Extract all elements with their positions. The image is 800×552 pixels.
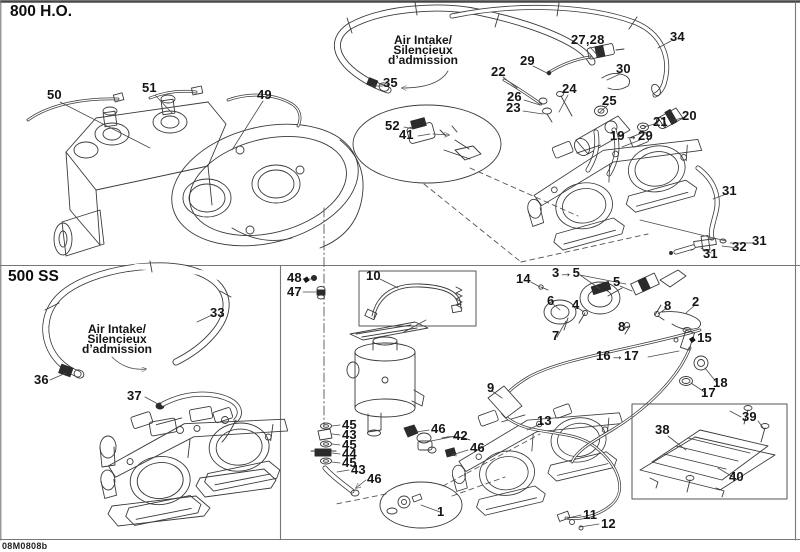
callout-48: 48◆: [287, 270, 311, 285]
engine-500-drawing: [93, 396, 297, 529]
callout-16-17: 16→17: [596, 348, 639, 363]
tps-parts-2-8: [538, 269, 701, 335]
air-intake-label-800: Air Intake/ Silencieux d’admission: [387, 33, 458, 67]
callout-20: 20: [682, 108, 697, 123]
callout-25: 25: [602, 93, 617, 108]
callout-31: 31: [752, 233, 767, 248]
hoses-50-51-49: [26, 85, 302, 128]
callout-45: 45: [342, 455, 357, 470]
callout-51: 51: [142, 80, 157, 95]
callout-46: 46: [470, 440, 485, 455]
construction-dashes-800: [423, 167, 649, 263]
callout-31: 31: [703, 246, 718, 261]
pipe-34: [449, 2, 670, 98]
callout-30: 30: [616, 61, 631, 76]
callout-22: 22: [491, 64, 506, 79]
callout-41: 41: [399, 127, 414, 142]
callout-13: 13: [537, 413, 552, 428]
air-intake-label-500: Air Intake/ Silencieux d’admission: [81, 322, 152, 356]
inset-box-ecu: [631, 403, 788, 500]
centerline-47-48: [310, 207, 326, 426]
callout-8: 8: [618, 319, 626, 334]
callout-14: 14: [516, 271, 531, 286]
callout-6: 6: [547, 293, 555, 308]
callout-49: 49: [257, 87, 272, 102]
callout-2: 2: [692, 294, 700, 309]
callout-31: 31: [722, 183, 737, 198]
fitting-stack-45-43-44: [310, 422, 360, 497]
callout-42: 42: [453, 428, 468, 443]
callout-35: 35: [383, 75, 398, 90]
callout-9: 9: [487, 380, 495, 395]
callout-26: 26: [507, 89, 522, 104]
callout-46: 46: [367, 471, 382, 486]
callout-33: 33: [210, 305, 225, 320]
callout-29: 29: [520, 53, 535, 68]
section-title-800ho: 800 H.O.: [10, 3, 73, 20]
lubricant-drop-icon: ◆: [301, 273, 311, 285]
hose-31-32-drawing: [639, 165, 727, 255]
catalog-code: 08M0808b: [2, 541, 48, 551]
callout-21: 21: [653, 114, 668, 129]
silencer-canister-drawing: [346, 321, 429, 437]
callout-43: 43: [342, 427, 357, 442]
fitting-37-drawing: [155, 391, 242, 443]
callout-47: 47: [287, 284, 302, 299]
callout-3-5: 3→5: [552, 265, 581, 280]
callout-10: 10: [366, 268, 381, 283]
callout-45: 45: [342, 417, 357, 432]
callout-37: 37: [127, 388, 142, 403]
engine-800-drawing: [53, 94, 364, 257]
callout-52: 52: [385, 118, 400, 133]
air-intake-tube-500: [42, 260, 232, 379]
callout-44: 44: [342, 446, 357, 461]
detail-circle-52-41: [352, 104, 502, 184]
callout-5: 5: [613, 274, 621, 289]
callout-46: 46: [431, 421, 446, 436]
callout-4: 4: [572, 297, 580, 312]
callout-8: 8: [664, 298, 672, 313]
callout-12: 12: [601, 516, 616, 531]
air-intake-tube-800: [333, 1, 596, 94]
leader-lines: [49, 40, 765, 528]
section-title-500ss: 500 SS: [8, 268, 59, 285]
inset-box-10: [358, 270, 477, 333]
callout-32: 32: [732, 239, 747, 254]
callout-1: 1: [437, 504, 445, 519]
detail-circle-1: [335, 433, 541, 529]
callout-36: 36: [34, 372, 49, 387]
callout-15: ◆15: [688, 330, 712, 345]
callout-50: 50: [47, 87, 62, 102]
intake-pointer-arrows: [111, 70, 449, 369]
callout-45: 45: [342, 437, 357, 452]
callout-27-28: 27,28: [571, 32, 605, 47]
lubricant-drop-icon: ◆: [688, 333, 698, 345]
callout-7: 7: [552, 328, 560, 343]
callout-39: 39: [742, 409, 757, 424]
callout-34: 34: [670, 29, 685, 44]
callout-17: 17: [701, 385, 716, 400]
callout-24: 24: [562, 81, 577, 96]
callout-38: 38: [655, 422, 670, 437]
callout-19-29: 19→29: [610, 128, 653, 143]
callout-43: 43: [351, 462, 366, 477]
callout-23: 23: [506, 100, 521, 115]
callout-11: 11: [583, 507, 598, 522]
callout-18: 18: [713, 375, 728, 390]
callout-40: 40: [729, 469, 744, 484]
